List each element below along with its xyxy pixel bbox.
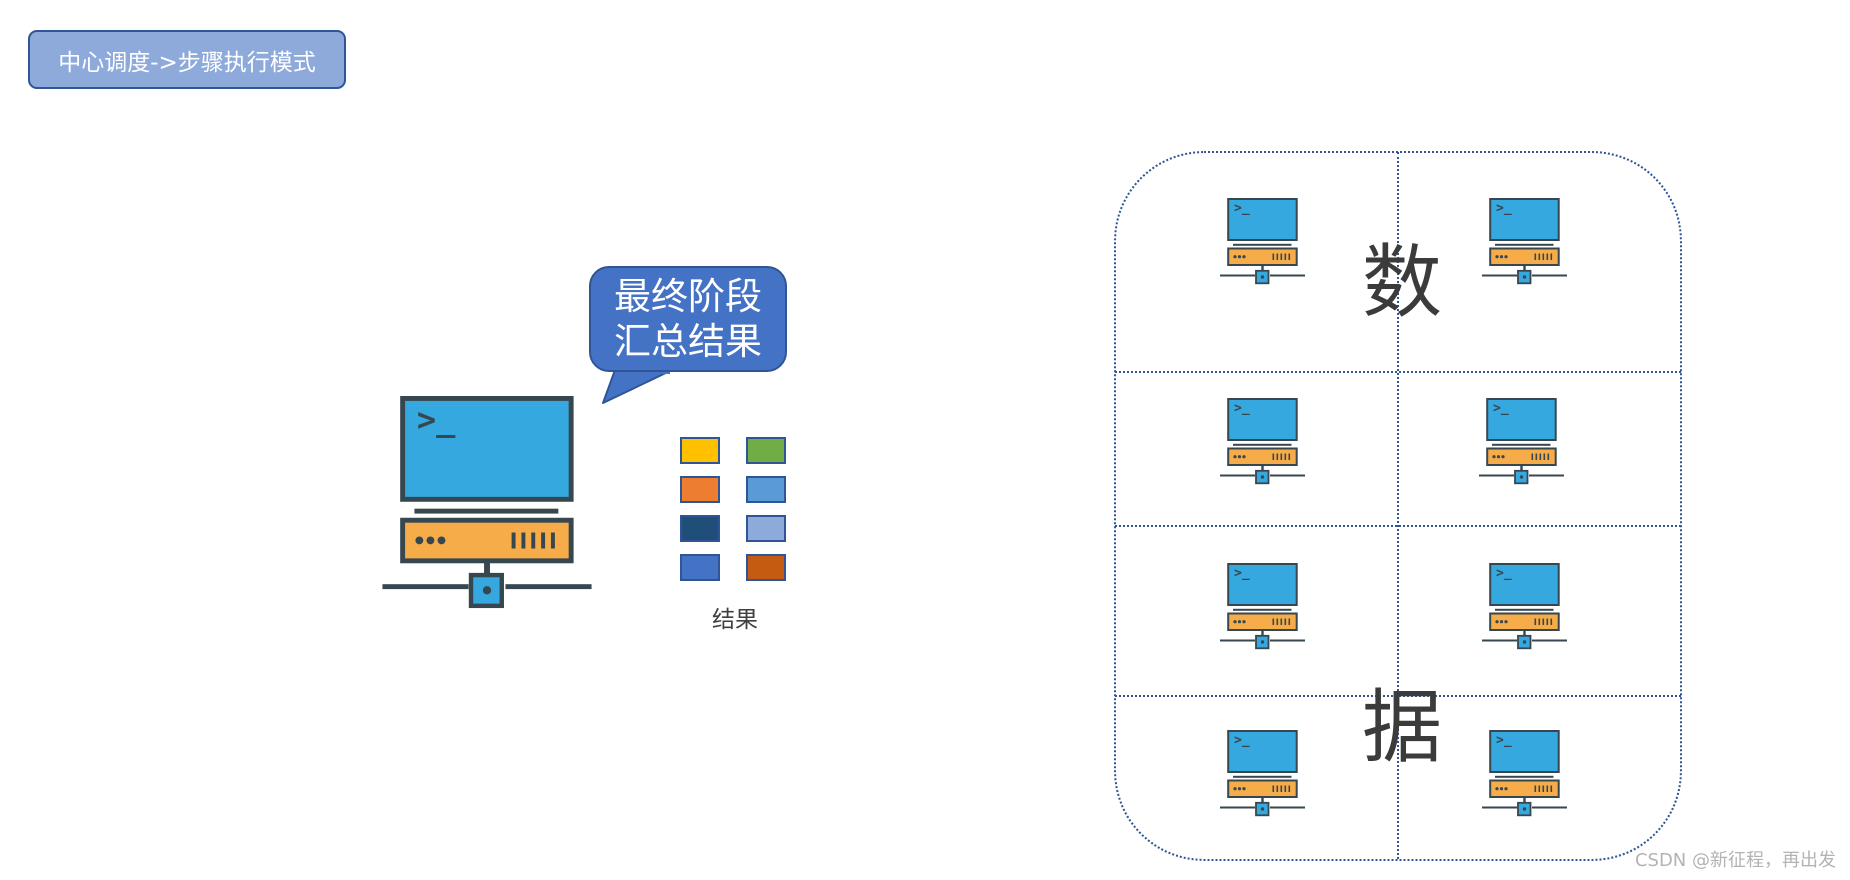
callout-tail [602,370,673,404]
svg-text:>_: >_ [1234,401,1250,416]
result-swatch-light-blue [746,476,786,503]
cluster-divider-row-3 [1115,695,1681,697]
svg-text:>_: >_ [1493,401,1509,416]
result-swatch-lavender [746,515,786,542]
result-swatch-rust [746,554,786,581]
result-legend-caption: 结果 [712,607,758,633]
data-char-bottom: 据 [1362,681,1442,774]
callout-line-1: 最终阶段 [614,275,762,318]
callout-line-2: 汇总结果 [614,320,762,363]
result-swatch-blue [680,554,720,581]
summary-callout: 最终阶段 汇总结果 [589,266,787,372]
worker-computer-icon: >_ [1219,730,1319,830]
worker-computer-icon: >_ [1219,198,1319,298]
coordinator-computer-icon: >_ [380,396,626,642]
svg-text:>_: >_ [1234,566,1250,581]
worker-computer-icon: >_ [1219,563,1319,663]
cluster-divider-vertical [1397,152,1399,859]
data-char-top: 数 [1362,236,1442,329]
cluster-divider-row-1 [1115,371,1681,373]
worker-computer-icon: >_ [1478,398,1578,498]
cluster-divider-row-2 [1115,525,1681,527]
worker-computer-icon: >_ [1219,398,1319,498]
result-swatch-dark-blue [680,515,720,542]
mode-title-label: 中心调度->步骤执行模式 [28,30,346,89]
svg-text:>_: >_ [1496,733,1512,748]
watermark-text: CSDN @新征程，再出发 [1634,850,1836,871]
svg-text:>_: >_ [1496,201,1512,216]
worker-computer-icon: >_ [1481,563,1581,663]
svg-text:>_: >_ [1234,201,1250,216]
svg-text:>_: >_ [1234,733,1250,748]
result-swatch-yellow [680,437,720,464]
result-swatch-green [746,437,786,464]
worker-computer-icon: >_ [1481,730,1581,830]
svg-text:>_: >_ [417,400,456,438]
worker-computer-icon: >_ [1481,198,1581,298]
result-swatch-orange [680,476,720,503]
svg-text:>_: >_ [1496,566,1512,581]
